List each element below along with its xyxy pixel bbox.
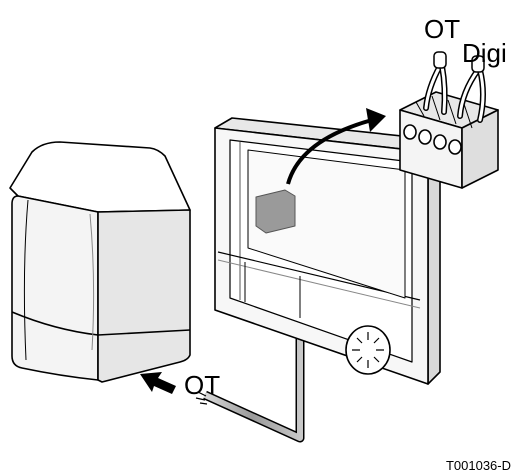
rotary-knob <box>345 325 391 375</box>
control-panel <box>214 117 441 385</box>
cable-ot-label: OT <box>184 370 220 400</box>
boiler-unit <box>9 141 191 383</box>
terminal-ot-label: OT <box>424 14 460 44</box>
connection-cable <box>195 335 305 443</box>
terminal-digi-label: Digi <box>462 38 507 68</box>
input-arrow <box>140 372 176 394</box>
reference-code: T001036-D <box>446 458 511 473</box>
terminal-block <box>399 91 499 189</box>
curved-arrow <box>286 108 386 185</box>
terminal-wires <box>423 51 486 123</box>
